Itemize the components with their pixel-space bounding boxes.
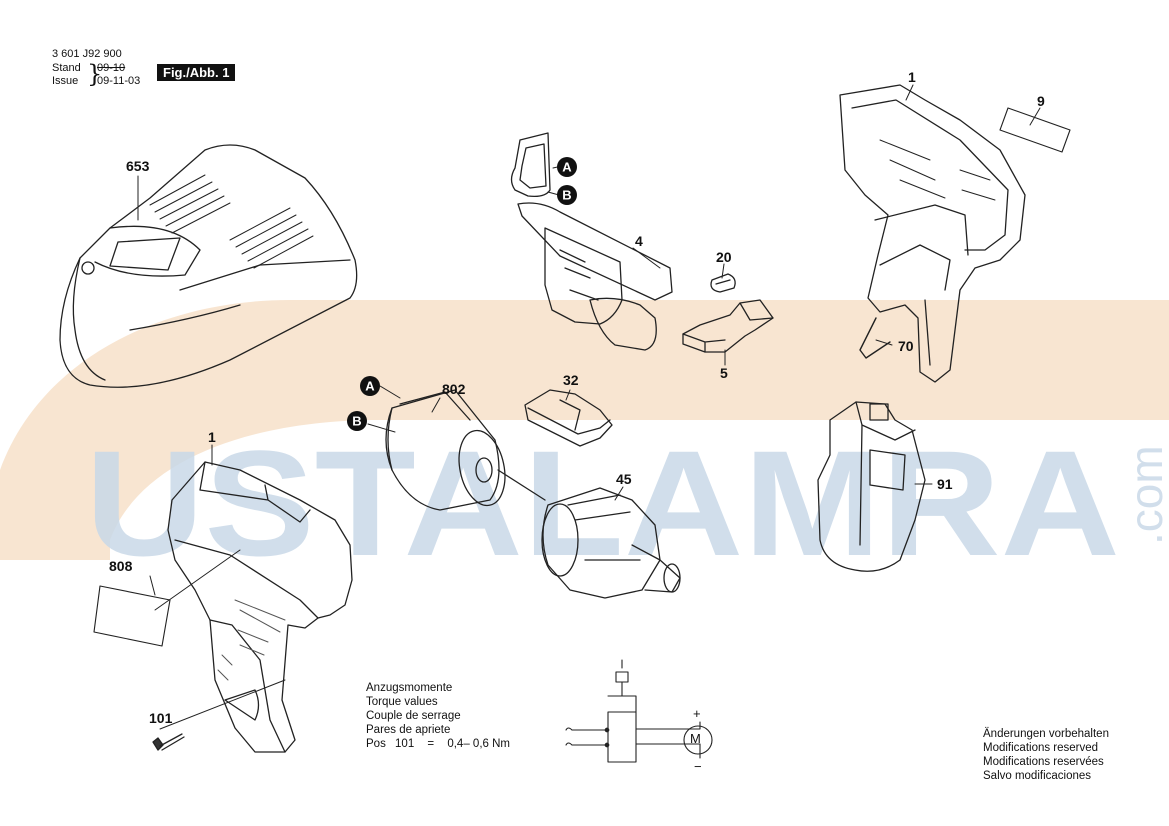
connector-marker-a-motor: A: [360, 376, 380, 396]
torque-notes: Anzugsmomente Torque values Couple de se…: [366, 681, 510, 751]
watermark-arc: [0, 300, 1169, 560]
changes-line-en: Modifications reserved: [983, 742, 1099, 754]
part-label-101: 101: [149, 710, 173, 726]
issue-date: 09-11-03: [97, 75, 141, 87]
part-label-20: 20: [716, 249, 732, 265]
part-label-1-top: 1: [908, 69, 916, 85]
part-label-808: 808: [109, 558, 133, 574]
part-label-5: 5: [720, 365, 728, 381]
svg-text:A: A: [562, 160, 572, 175]
watermark-text: USTALAMRA: [85, 419, 1120, 587]
part-label-91: 91: [937, 476, 953, 492]
part-label-4: 4: [635, 233, 643, 249]
issue-label: Issue: [52, 75, 79, 87]
changes-line-de: Änderungen vorbehalten: [983, 728, 1109, 740]
part-label-32: 32: [563, 372, 579, 388]
gearbox-45-drawing: [541, 487, 681, 599]
connector-marker-b-motor: B: [347, 411, 367, 431]
housing-half-top-drawing: [839, 84, 1026, 383]
circuit-schematic: [565, 659, 713, 763]
torque-pos-value: 101: [395, 738, 415, 750]
torque-equals: =: [427, 738, 435, 750]
motor-802-drawing: [385, 389, 546, 511]
torque-line-fr: Couple de serrage: [366, 710, 461, 722]
clip-70-drawing: [859, 317, 891, 359]
motor-symbol: M: [690, 731, 701, 746]
minus-symbol: −: [694, 759, 702, 774]
part-label-802: 802: [442, 381, 466, 397]
label-9-drawing: [999, 107, 1071, 153]
stand-old-date: 09-10: [97, 62, 126, 74]
watermark-suffix: .com: [1120, 445, 1169, 545]
part-label-1-front: 1: [208, 429, 216, 445]
torque-range: 0,4– 0,6 Nm: [447, 738, 510, 750]
changes-line-fr: Modifications reservées: [983, 756, 1104, 768]
torque-line-en: Torque values: [366, 696, 438, 708]
clip-20-drawing: [710, 273, 736, 293]
switch-drawing: [510, 132, 673, 351]
battery-91-drawing: [817, 401, 926, 572]
header-brace: }: [87, 60, 103, 88]
part-label-45: 45: [616, 471, 632, 487]
plus-symbol: +: [693, 706, 701, 721]
torque-spec-row: Pos 101 = 0,4– 0,6 Nm: [366, 737, 510, 751]
figure-label: Fig./Abb. 1: [157, 64, 236, 81]
stand-label: Stand: [52, 62, 81, 74]
changes-line-es: Salvo modificaciones: [983, 770, 1092, 782]
label-leader-lines: [137, 84, 1041, 730]
torque-line-de: Anzugsmomente: [366, 682, 453, 694]
changes-reserved-notes: Änderungen vorbehalten Modifications res…: [983, 727, 1109, 783]
svg-text:B: B: [562, 188, 571, 203]
torque-line-es: Pares de apriete: [366, 724, 451, 736]
part-label-653: 653: [126, 158, 150, 174]
connector-marker-a-top: A: [557, 157, 577, 177]
svg-text:B: B: [352, 414, 361, 429]
charger-drawing: [59, 144, 358, 388]
selector-5-drawing: [682, 299, 774, 353]
screw-101-drawing: [152, 733, 185, 751]
torque-pos-label: Pos: [366, 738, 386, 750]
pad-32-drawing: [524, 389, 613, 447]
doc-number: 3 601 J92 900: [52, 48, 122, 60]
label-808-drawing: [93, 585, 171, 647]
svg-text:A: A: [365, 379, 375, 394]
housing-front-drawing: [167, 461, 353, 753]
connector-marker-b-top: B: [557, 185, 577, 205]
part-label-70: 70: [898, 338, 914, 354]
part-label-9: 9: [1037, 93, 1045, 109]
